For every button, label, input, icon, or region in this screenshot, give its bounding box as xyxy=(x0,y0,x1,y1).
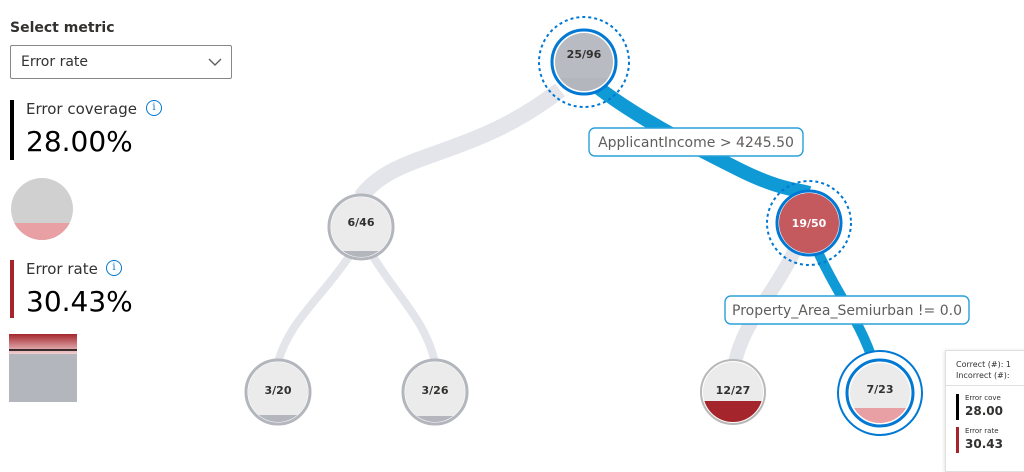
node-label-root: 25/96 xyxy=(567,48,602,61)
metric-panel: Select metric Error rate Error coverage … xyxy=(0,0,250,463)
error-coverage-pie xyxy=(11,178,73,240)
tooltip-incorrect: Incorrect (#): xyxy=(956,371,1010,380)
tooltip-rate-value: 30.43 xyxy=(965,437,1003,451)
node-label-right-left: 12/27 xyxy=(716,384,751,397)
error-rate-label: Error rate xyxy=(26,260,98,278)
tooltip-correct: Correct (#): 1 xyxy=(956,360,1012,369)
error-coverage-label: Error coverage xyxy=(26,100,137,118)
tree-node-root[interactable]: 25/96 xyxy=(538,16,630,108)
metric-dropdown-value: Error rate xyxy=(21,54,89,70)
tooltip-coverage-label: Error cove xyxy=(965,394,1001,402)
node-label-left-left: 3/20 xyxy=(265,384,292,397)
node-fill-left-right xyxy=(405,416,465,422)
tree-link-left-left xyxy=(274,252,354,364)
node-fill-right-left xyxy=(703,401,763,422)
condition-label-root: ApplicantIncome > 4245.50 xyxy=(588,127,804,157)
chevron-down-icon xyxy=(208,58,222,66)
tooltip-coverage-bar xyxy=(956,394,959,420)
error-rate-value: 30.43% xyxy=(26,285,133,318)
condition-text-root: ApplicantIncome > 4245.50 xyxy=(598,135,794,151)
node-label-right: 19/50 xyxy=(792,217,827,230)
error-rate-block: Error rate i 30.43% xyxy=(10,260,210,322)
error-coverage-value: 28.00% xyxy=(26,125,133,158)
condition-text-right: Property_Area_Semiurban != 0.0 xyxy=(732,303,962,319)
error-coverage-fill xyxy=(11,223,73,240)
metric-dropdown[interactable]: Error rate xyxy=(10,45,232,79)
info-icon[interactable]: i xyxy=(106,260,122,276)
node-label-left: 6/46 xyxy=(348,216,375,229)
node-label-right-right: 7/23 xyxy=(867,383,894,396)
error-coverage-accent-bar xyxy=(10,100,14,160)
select-metric-label: Select metric xyxy=(10,20,115,36)
tooltip-rate-label: Error rate xyxy=(965,427,999,435)
tree-node-left-right[interactable]: 3/26 xyxy=(396,358,478,426)
tree-node-right-left[interactable]: 12/27 xyxy=(696,359,778,425)
condition-label-right: Property_Area_Semiurban != 0.0 xyxy=(724,295,970,325)
tree-link-root-right xyxy=(591,80,812,200)
info-icon[interactable]: i xyxy=(146,100,162,116)
node-label-left-right: 3/26 xyxy=(422,384,449,397)
node-fill-left xyxy=(331,251,391,257)
error-rate-accent-bar xyxy=(10,260,14,318)
tooltip-divider xyxy=(946,385,1024,386)
node-tooltip: Correct (#): 1 Incorrect (#): Error cove… xyxy=(945,350,1024,472)
tree-node-left[interactable]: 6/46 xyxy=(320,193,402,261)
error-rate-gradient-bar xyxy=(9,334,77,402)
tree-link-left-right xyxy=(368,252,439,363)
node-fill-left-left xyxy=(248,415,308,422)
tree-link-root-left xyxy=(354,83,565,203)
error-rate-fill xyxy=(9,334,77,354)
error-coverage-block: Error coverage i 28.00% xyxy=(10,100,210,162)
tree-node-right[interactable]: 19/50 xyxy=(766,180,852,266)
tree-node-right-right[interactable]: 7/23 xyxy=(837,350,926,436)
tooltip-coverage-value: 28.00 xyxy=(965,404,1003,418)
tree-node-left-left[interactable]: 3/20 xyxy=(240,358,322,426)
tooltip-rate-bar xyxy=(956,427,959,453)
